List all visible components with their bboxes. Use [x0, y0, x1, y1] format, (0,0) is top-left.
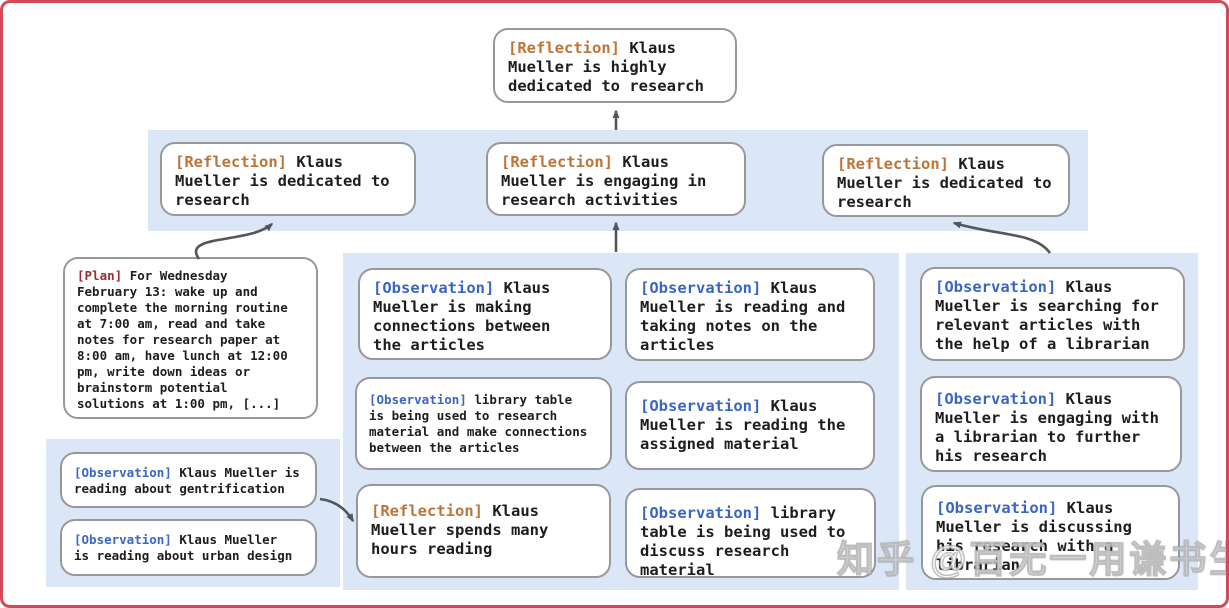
node-text: Klaus Mueller is reading and taking note…	[640, 279, 846, 354]
node-text: Klaus Mueller is engaging in research ac…	[501, 153, 707, 209]
observation-tag: [Observation]	[640, 279, 762, 297]
node-text: Klaus Mueller spends many hours reading	[371, 502, 549, 558]
node-text: Klaus Mueller is dedicated to research	[175, 153, 390, 209]
observation-tag: [Observation]	[369, 392, 467, 407]
node-text: Klaus Mueller is discussing his research…	[936, 499, 1132, 574]
node-text: Klaus Mueller is reading the assigned ma…	[640, 397, 846, 453]
node-observation-urban-design: [Observation] Klaus Mueller is reading a…	[60, 519, 317, 576]
node-text: Klaus Mueller is searching for relevant …	[935, 278, 1159, 353]
node-text: Klaus Mueller is reading about gentrific…	[74, 465, 300, 496]
node-reflection-right: [Reflection] Klaus Mueller is dedicated …	[822, 144, 1070, 217]
observation-tag: [Observation]	[935, 278, 1057, 296]
node-reflection-middle: [Reflection] Klaus Mueller is engaging i…	[486, 142, 746, 216]
node-reflection-left: [Reflection] Klaus Mueller is dedicated …	[160, 142, 416, 216]
node-observation-taking-notes: [Observation] Klaus Mueller is reading a…	[625, 268, 875, 361]
node-text: Klaus Mueller is making connections betw…	[373, 279, 551, 354]
node-text: Klaus Mueller is reading about urban des…	[74, 532, 293, 563]
node-reflection-root: [Reflection] Klaus Mueller is highly ded…	[493, 28, 737, 103]
reflection-tag: [Reflection]	[175, 153, 287, 171]
observation-tag: [Observation]	[640, 397, 762, 415]
node-observation-library-table-discuss: [Observation] library table is being use…	[625, 488, 876, 579]
node-text: Klaus Mueller is highly dedicated to res…	[508, 39, 704, 95]
node-observation-making-connections: [Observation] Klaus Mueller is making co…	[358, 268, 612, 360]
node-text: Klaus Mueller is engaging with a librari…	[935, 390, 1159, 465]
reflection-tag: [Reflection]	[371, 502, 483, 520]
reflection-tag: [Reflection]	[508, 39, 620, 57]
node-plan: [Plan] For Wednesday February 13: wake u…	[63, 257, 318, 419]
node-text: For Wednesday February 13: wake up and c…	[77, 268, 288, 411]
observation-tag: [Observation]	[74, 532, 172, 547]
node-observation-discussing-librarian: [Observation] Klaus Mueller is discussin…	[921, 485, 1180, 580]
reflection-tag: [Reflection]	[501, 153, 613, 171]
node-observation-searching-articles: [Observation] Klaus Mueller is searching…	[920, 267, 1185, 361]
node-observation-engaging-librarian: [Observation] Klaus Mueller is engaging …	[920, 376, 1182, 472]
node-observation-gentrification: [Observation] Klaus Mueller is reading a…	[60, 452, 317, 508]
plan-tag: [Plan]	[77, 268, 123, 283]
observation-tag: [Observation]	[936, 499, 1058, 517]
node-reflection-hours-reading: [Reflection] Klaus Mueller spends many h…	[356, 484, 611, 578]
reflection-tag: [Reflection]	[837, 155, 949, 173]
observation-tag: [Observation]	[373, 279, 495, 297]
node-text: library table is being used to discuss r…	[640, 504, 846, 579]
node-text: library table is being used to research …	[369, 392, 588, 455]
observation-tag: [Observation]	[640, 504, 762, 522]
observation-tag: [Observation]	[935, 390, 1057, 408]
node-observation-assigned-material: [Observation] Klaus Mueller is reading t…	[625, 381, 875, 470]
node-text: Klaus Mueller is dedicated to research	[837, 155, 1052, 211]
observation-tag: [Observation]	[74, 465, 172, 480]
node-observation-library-table-research: [Observation] library table is being use…	[355, 377, 612, 470]
